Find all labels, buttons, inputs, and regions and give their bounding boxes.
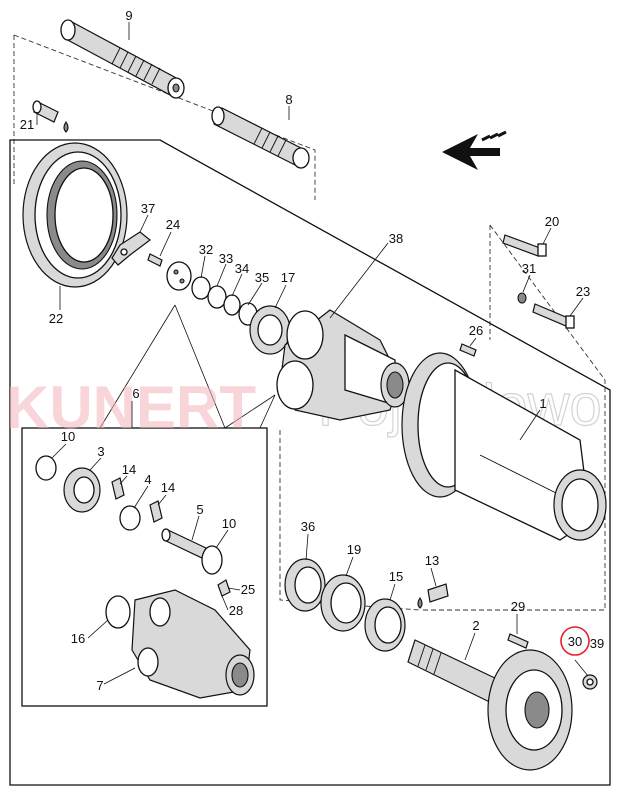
callout-24[interactable]: 24 (166, 217, 180, 232)
detail-part-7-carrier (131, 589, 255, 699)
part-17-ring (249, 305, 291, 355)
callout-19[interactable]: 19 (347, 542, 361, 557)
callout-35[interactable]: 35 (255, 270, 269, 285)
leader-lines (36, 22, 589, 685)
callout-8[interactable]: 8 (285, 92, 292, 107)
watermark-brand: KUNERT (6, 374, 256, 441)
detail-part-10-washer-bottom (201, 545, 223, 575)
callout-1[interactable]: 1 (539, 396, 546, 411)
callout-20[interactable]: 20 (545, 214, 559, 229)
callout-28[interactable]: 28 (229, 603, 243, 618)
callout-6[interactable]: 6 (132, 386, 139, 401)
callout-14-a[interactable]: 14 (122, 462, 136, 477)
detail-part-16-washer (105, 595, 131, 629)
callout-13[interactable]: 13 (425, 553, 439, 568)
callout-4[interactable]: 4 (144, 472, 151, 487)
callout-23[interactable]: 23 (576, 284, 590, 299)
callout-30[interactable]: 30 (568, 634, 582, 649)
detail-part-4-ring (119, 505, 141, 531)
callout-10-top[interactable]: 10 (61, 429, 75, 444)
callout-labels: 9 8 21 37 24 32 33 34 35 17 38 20 31 23 … (20, 8, 604, 693)
callout-36[interactable]: 36 (301, 519, 315, 534)
part-31-washer (517, 292, 527, 304)
callout-15[interactable]: 15 (389, 569, 403, 584)
assembly-frames (9, 34, 611, 786)
callout-38[interactable]: 38 (389, 231, 403, 246)
callout-32[interactable]: 32 (199, 242, 213, 257)
part-1-axle-housing (401, 352, 607, 541)
callout-34[interactable]: 34 (235, 261, 249, 276)
callout-2[interactable]: 2 (472, 618, 479, 633)
part-29-stud (507, 633, 529, 649)
part-2-axle-shaft (407, 639, 573, 771)
part-22-ring-gear (22, 142, 128, 288)
part-26-pin (459, 343, 477, 357)
callout-39[interactable]: 39 (590, 636, 604, 651)
callout-10-bottom[interactable]: 10 (222, 516, 236, 531)
detail-part-5-pin (161, 528, 207, 559)
callout-5[interactable]: 5 (196, 502, 203, 517)
callout-3[interactable]: 3 (97, 444, 104, 459)
callout-37[interactable]: 37 (141, 201, 155, 216)
callout-22[interactable]: 22 (49, 311, 63, 326)
callout-25[interactable]: 25 (241, 582, 255, 597)
part-20-bolt (502, 234, 547, 257)
part-8-splined-shaft (211, 106, 310, 169)
part-24-bolt (147, 253, 163, 267)
part-9-splined-shaft (60, 19, 185, 99)
part-19-seal (320, 574, 366, 632)
detail-part-14-needles (111, 477, 163, 523)
washers-32-35 (166, 261, 258, 326)
part-15-ring (364, 598, 406, 652)
part-23-bolt (532, 303, 575, 329)
detail-part-10-washer-top (35, 455, 57, 481)
callout-7[interactable]: 7 (96, 678, 103, 693)
part-21-plug (32, 100, 69, 133)
callout-9[interactable]: 9 (125, 8, 132, 23)
highlight-circle (560, 626, 590, 656)
callout-26[interactable]: 26 (469, 323, 483, 338)
callout-16[interactable]: 16 (71, 631, 85, 646)
callout-33[interactable]: 33 (219, 251, 233, 266)
part-38-planet-carrier (276, 309, 410, 421)
part-39-nut (582, 674, 598, 690)
part-13-plug (417, 583, 449, 609)
detail-part-3-gear (63, 467, 101, 513)
callout-31[interactable]: 31 (522, 261, 536, 276)
detail-part-25-screw (217, 579, 231, 597)
direction-arrow-icon (442, 130, 507, 170)
part-36-bearing (284, 558, 326, 612)
callout-14-b[interactable]: 14 (161, 480, 175, 495)
callout-17[interactable]: 17 (281, 270, 295, 285)
callout-21[interactable]: 21 (20, 117, 34, 132)
callout-29[interactable]: 29 (511, 599, 525, 614)
